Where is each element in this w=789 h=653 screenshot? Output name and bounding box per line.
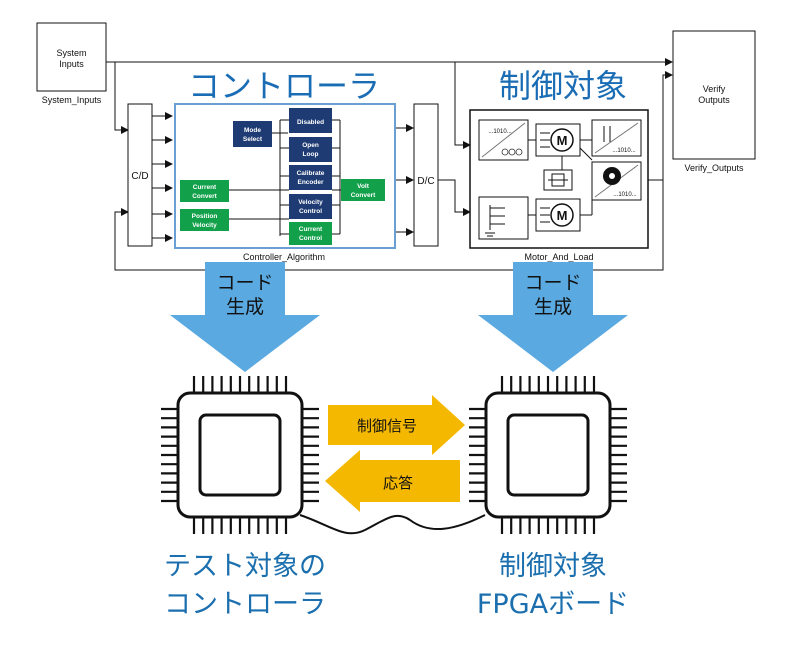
codegen-arrow-left: コード 生成 <box>170 262 320 372</box>
svg-text:Convert: Convert <box>351 192 376 199</box>
shaft-coupling-icon <box>543 169 573 191</box>
fpga-chip <box>469 376 627 534</box>
svg-text:Calibrate: Calibrate <box>297 170 325 177</box>
signal-lines <box>106 58 673 271</box>
system-inputs-block[interactable]: System Inputs <box>36 22 107 92</box>
motor-icon-bottom: M <box>535 198 581 232</box>
disabled-block[interactable]: Disabled <box>289 108 332 133</box>
mode-select-block[interactable]: Mode Select <box>233 121 272 147</box>
svg-text:Select: Select <box>243 136 263 143</box>
svg-text:...1010...: ...1010... <box>613 192 637 198</box>
svg-text:Volt: Volt <box>357 183 370 190</box>
controller-hardware-label: テスト対象の コントローラ <box>164 551 326 620</box>
verify-outputs-caption: Verify_Outputs <box>684 163 744 173</box>
volt-convert-block[interactable]: Volt Convert <box>341 179 385 201</box>
svg-text:...1010...: ...1010... <box>488 129 512 135</box>
chip-die <box>198 413 282 497</box>
svg-text:M: M <box>557 208 568 223</box>
plant-caption: Motor_And_Load <box>524 252 593 262</box>
controller-caption: Controller_Algorithm <box>243 252 325 262</box>
svg-text:Velocity: Velocity <box>298 199 323 206</box>
open-loop-block[interactable]: Open Loop <box>289 137 332 162</box>
current-control-block[interactable]: Current Control <box>289 222 332 245</box>
svg-text:コード: コード <box>524 272 581 294</box>
svg-text:Open: Open <box>302 142 319 149</box>
codegen-arrow-right: コード 生成 <box>478 262 628 372</box>
svg-text:制御信号: 制御信号 <box>357 417 417 435</box>
calibrate-encoder-block[interactable]: Calibrate Encoder <box>289 165 332 190</box>
controller-title: コントローラ <box>188 67 380 105</box>
svg-text:FPGAボード: FPGAボード <box>477 589 629 620</box>
svg-text:生成: 生成 <box>226 296 264 318</box>
response-arrow: 応答 <box>325 450 460 512</box>
svg-text:テスト対象の: テスト対象の <box>164 551 326 582</box>
svg-text:コード: コード <box>216 272 273 294</box>
encoder-icon: ...1010... <box>591 161 642 201</box>
svg-text:Loop: Loop <box>303 151 319 158</box>
position-velocity-block[interactable]: Position Velocity <box>180 209 229 231</box>
svg-text:Current: Current <box>299 226 323 233</box>
svg-text:Convert: Convert <box>192 193 217 200</box>
system-inputs-caption: System_Inputs <box>42 95 102 105</box>
svg-text:Position: Position <box>192 213 218 220</box>
controller-chip <box>161 376 319 534</box>
dc-block[interactable]: D/C <box>413 103 439 247</box>
cd-block[interactable]: C/D <box>127 103 153 247</box>
svg-text:Encoder: Encoder <box>297 179 323 186</box>
svg-text:System: System <box>56 48 86 58</box>
current-convert-block[interactable]: Current Convert <box>180 180 229 202</box>
velocity-control-block[interactable]: Velocity Control <box>289 194 332 219</box>
svg-text:C/D: C/D <box>131 171 148 182</box>
plant-hardware-label: 制御対象 FPGAボード <box>477 551 629 620</box>
svg-text:...1010...: ...1010... <box>612 148 636 154</box>
svg-text:Disabled: Disabled <box>297 119 324 126</box>
svg-text:Outputs: Outputs <box>698 95 730 105</box>
driver-icon <box>478 196 529 240</box>
svg-text:応答: 応答 <box>383 474 413 492</box>
simulink-model: System Inputs System_Inputs Verify Outpu… <box>36 22 756 271</box>
svg-text:D/C: D/C <box>417 176 434 187</box>
controller-algorithm-subsystem[interactable]: Mode Select Disabled Open Loop Calibrate… <box>174 103 396 249</box>
current-sensor-icon: ...1010... <box>591 119 642 157</box>
motor-and-load-subsystem[interactable]: ...1010... M ...1010... <box>469 109 649 249</box>
svg-text:Velocity: Velocity <box>192 222 217 229</box>
svg-text:コントローラ: コントローラ <box>164 589 326 620</box>
motor-icon-top: M <box>535 123 581 157</box>
svg-text:Inputs: Inputs <box>59 59 84 69</box>
chip-die <box>506 413 590 497</box>
plant-title: 制御対象 <box>499 67 627 105</box>
svg-text:Control: Control <box>299 208 322 215</box>
svg-text:制御対象: 制御対象 <box>499 551 607 582</box>
pwm-converter-icon: ...1010... <box>478 119 529 161</box>
svg-text:Mode: Mode <box>244 127 261 134</box>
svg-text:Control: Control <box>299 235 322 242</box>
svg-text:M: M <box>557 133 568 148</box>
control-signal-arrow: 制御信号 <box>328 395 465 455</box>
chip-cable <box>299 514 486 535</box>
svg-text:Verify: Verify <box>703 84 726 94</box>
verify-outputs-block[interactable]: Verify Outputs <box>672 30 756 160</box>
svg-text:Current: Current <box>193 184 217 191</box>
svg-text:生成: 生成 <box>534 296 572 318</box>
